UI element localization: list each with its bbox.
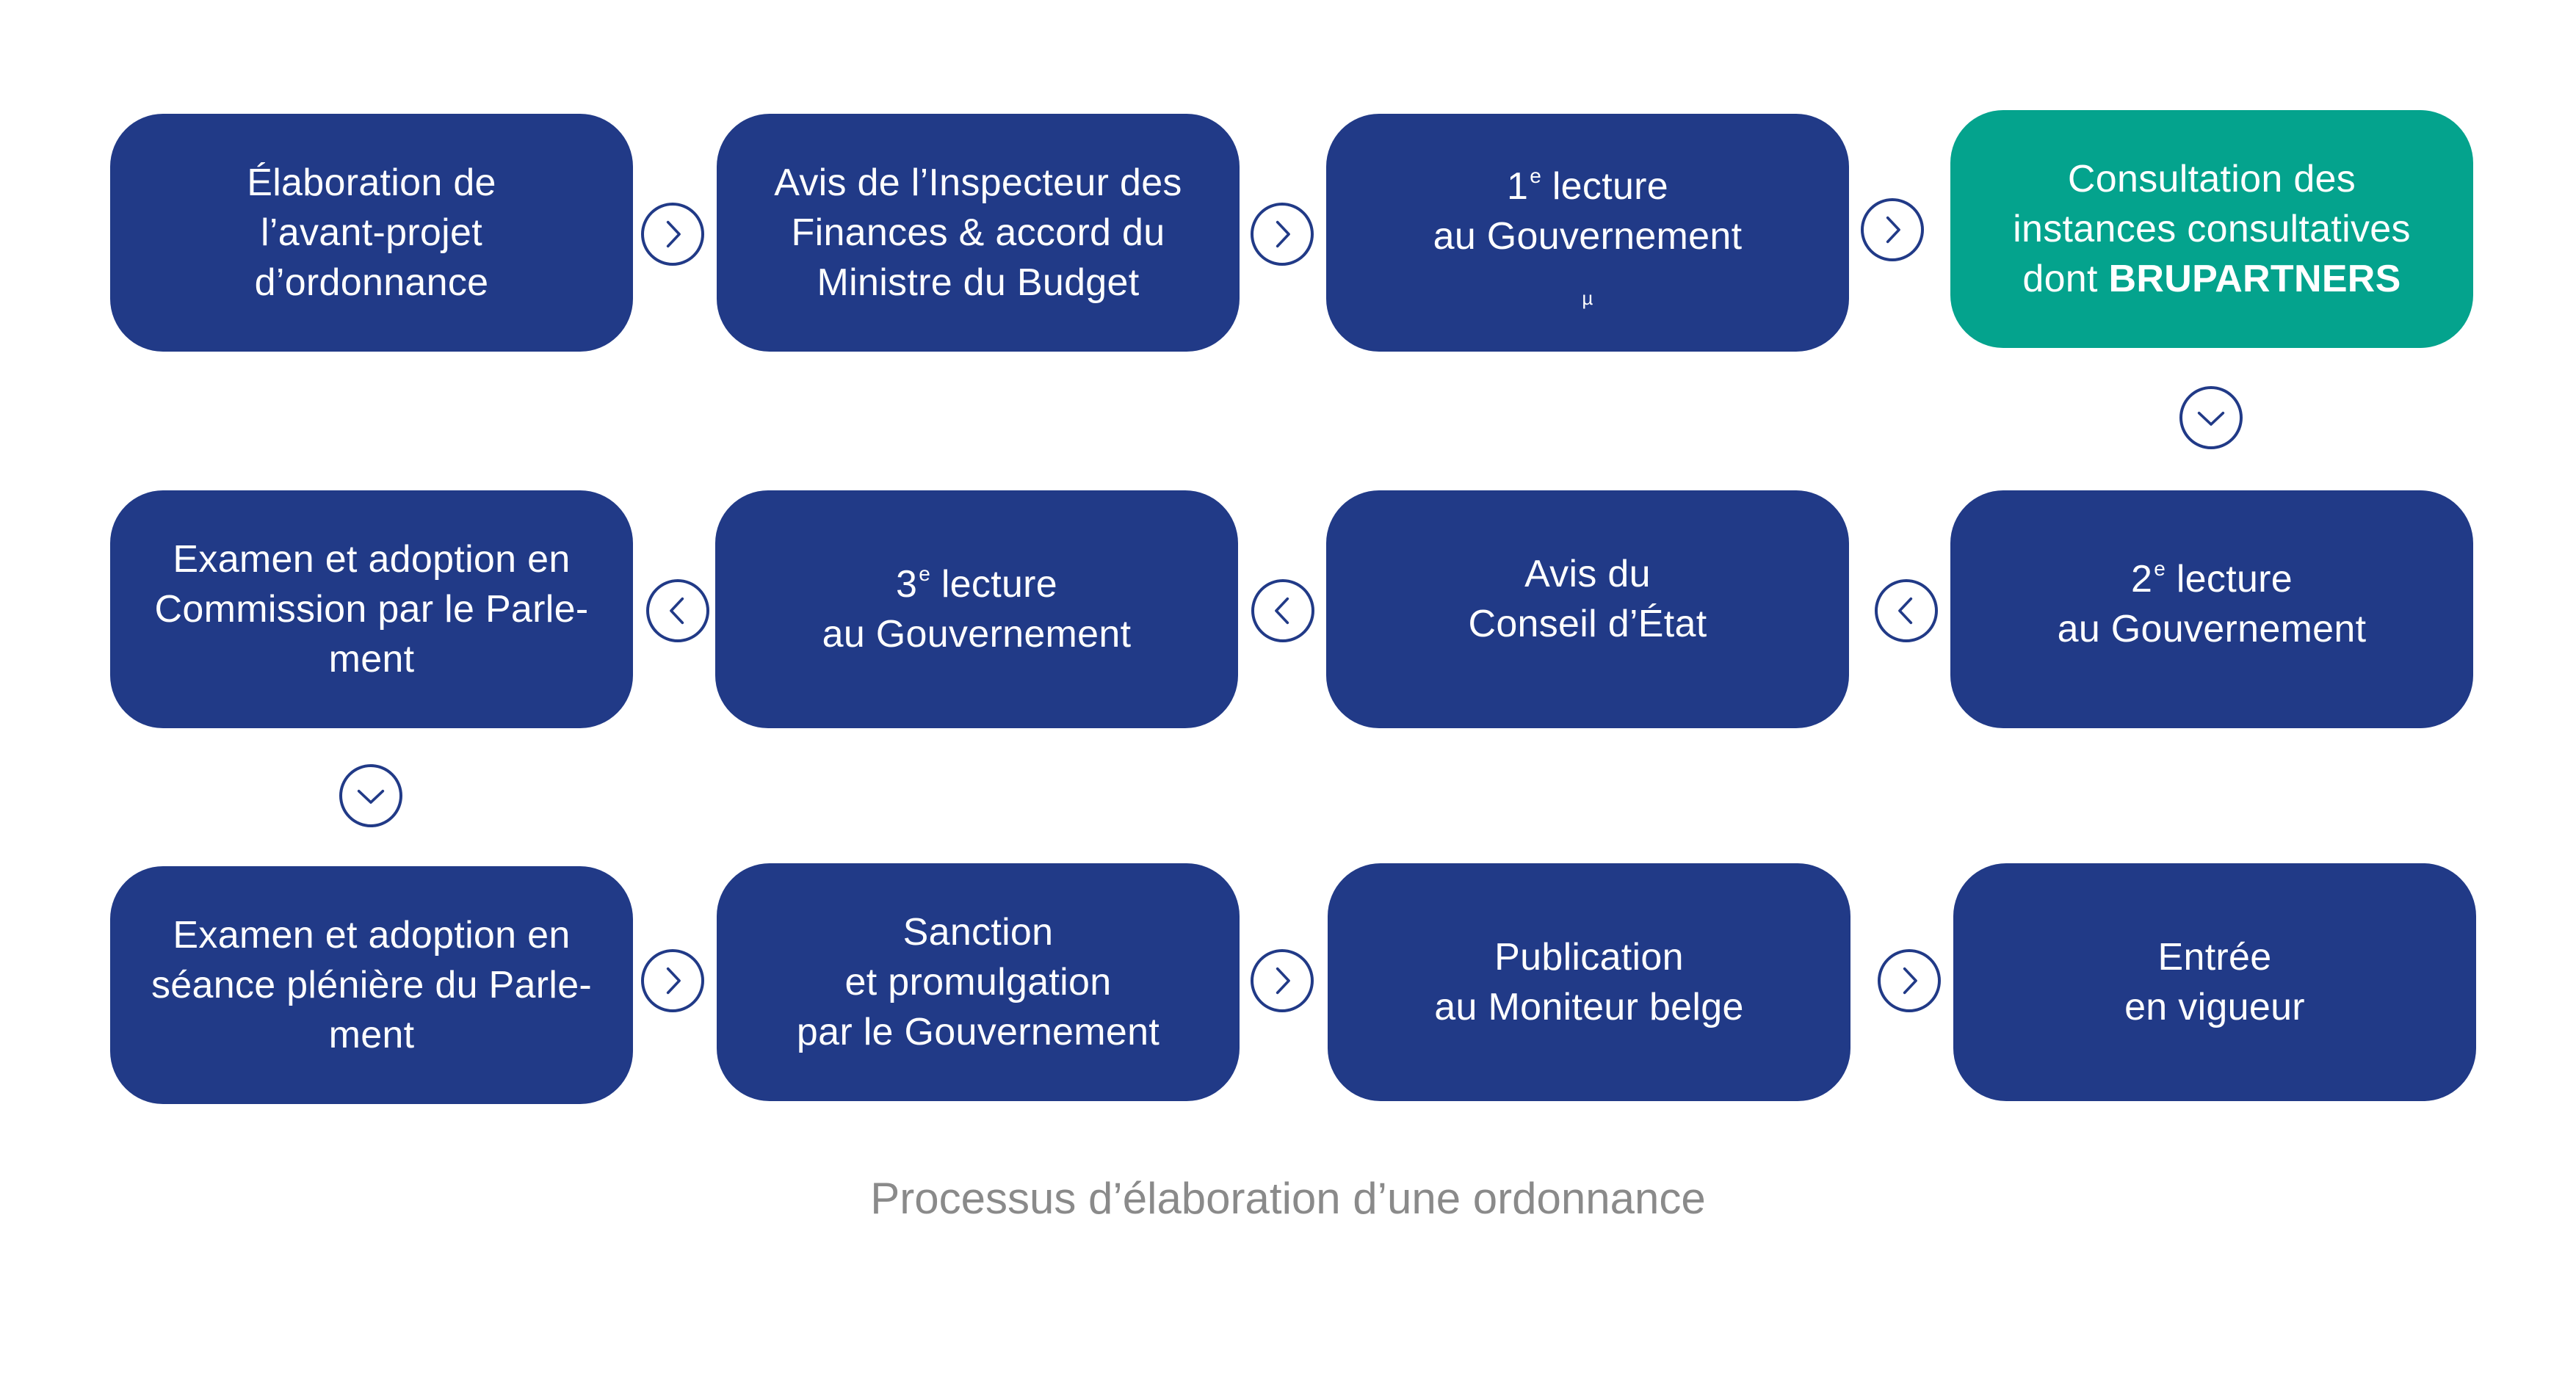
step-line: Élaboration de	[247, 161, 496, 204]
chevron-left-icon	[1875, 579, 1938, 642]
step-line: lecture	[1552, 165, 1669, 208]
stray-mark: µ	[1582, 287, 1593, 309]
step-line: Examen et adoption en	[173, 914, 571, 957]
chevron-right-icon	[1251, 949, 1314, 1012]
chevron-right-icon	[1251, 203, 1314, 266]
step-line: instances consultatives	[2013, 208, 2411, 250]
step-line: Ministre du Budget	[817, 261, 1140, 304]
step-line: lecture	[941, 563, 1058, 606]
chevron-left-icon	[1251, 579, 1314, 642]
chevron-left-icon	[646, 579, 709, 642]
step-line: dont	[2022, 258, 2098, 300]
chevron-down-icon	[2179, 386, 2243, 449]
step-sanction-promulgation: Sanction et promulgation par le Gouverne…	[717, 863, 1240, 1101]
step-line: au Gouvernement	[822, 613, 1132, 656]
step-line: lecture	[2176, 558, 2293, 600]
chevron-right-icon	[641, 949, 704, 1012]
step-number: 2	[2130, 558, 2153, 600]
step-line: ment	[328, 1014, 415, 1056]
step-line: Examen et adoption en	[173, 538, 571, 581]
step-examen-seance-pleniere: Examen et adoption en séance plénière du…	[110, 866, 633, 1104]
step-line: en vigueur	[2124, 986, 2305, 1028]
step-line: séance plénière du Parle-	[151, 964, 593, 1006]
step-line: Commission par le Parle-	[154, 588, 589, 631]
ordinal-suffix: e	[1530, 164, 1542, 187]
step-avis-conseil-etat: Avis du Conseil d’État	[1326, 490, 1849, 728]
step-troisieme-lecture: 3e lecture au Gouvernement	[715, 490, 1238, 728]
chevron-right-icon	[1861, 198, 1924, 261]
step-line: Finances & accord du	[791, 211, 1165, 254]
step-avis-inspecteur-finances: Avis de l’Inspecteur des Finances & acco…	[717, 114, 1240, 352]
step-line: Conseil d’État	[1468, 603, 1707, 645]
chevron-down-icon	[339, 764, 402, 827]
step-line: Consultation des	[2067, 158, 2356, 200]
step-line: Entrée	[2157, 936, 2272, 979]
step-examen-commission: Examen et adoption en Commission par le …	[110, 490, 633, 728]
step-line: Avis du	[1524, 553, 1651, 595]
diagram-caption: Processus d’élaboration d’une ordonnance	[870, 1174, 1706, 1223]
step-line: l’avant-projet	[261, 211, 482, 254]
step-line: Sanction	[902, 911, 1054, 954]
step-elaboration-avant-projet: Élaboration de l’avant-projet d’ordonnan…	[110, 114, 633, 352]
chevron-right-icon	[641, 203, 704, 266]
step-line: au Gouvernement	[2057, 608, 2367, 650]
ordinal-suffix: e	[919, 562, 931, 585]
brupartners-label: BRUPARTNERS	[2108, 258, 2401, 300]
ordinal-suffix: e	[2154, 557, 2166, 580]
step-number: 1	[1506, 165, 1529, 208]
step-deuxieme-lecture: 2e lecture au Gouvernement	[1950, 490, 2473, 728]
step-premiere-lecture: 1e lecture au Gouvernement µ	[1326, 114, 1849, 352]
step-line: d’ordonnance	[254, 261, 489, 304]
step-entree-en-vigueur: Entrée en vigueur	[1953, 863, 2476, 1101]
step-line: Publication	[1494, 936, 1684, 979]
step-line: au Moniteur belge	[1434, 986, 1744, 1028]
step-number: 3	[895, 563, 918, 606]
step-line: par le Gouvernement	[796, 1011, 1160, 1053]
chevron-right-icon	[1878, 949, 1941, 1012]
step-line: et promulgation	[844, 961, 1112, 1003]
step-line: Avis de l’Inspecteur des	[774, 161, 1182, 204]
step-line: au Gouvernement	[1433, 215, 1743, 258]
step-publication-moniteur: Publication au Moniteur belge	[1328, 863, 1850, 1101]
step-consultation-brupartners: Consultation des instances consultatives…	[1950, 110, 2473, 348]
step-line: ment	[328, 638, 415, 680]
